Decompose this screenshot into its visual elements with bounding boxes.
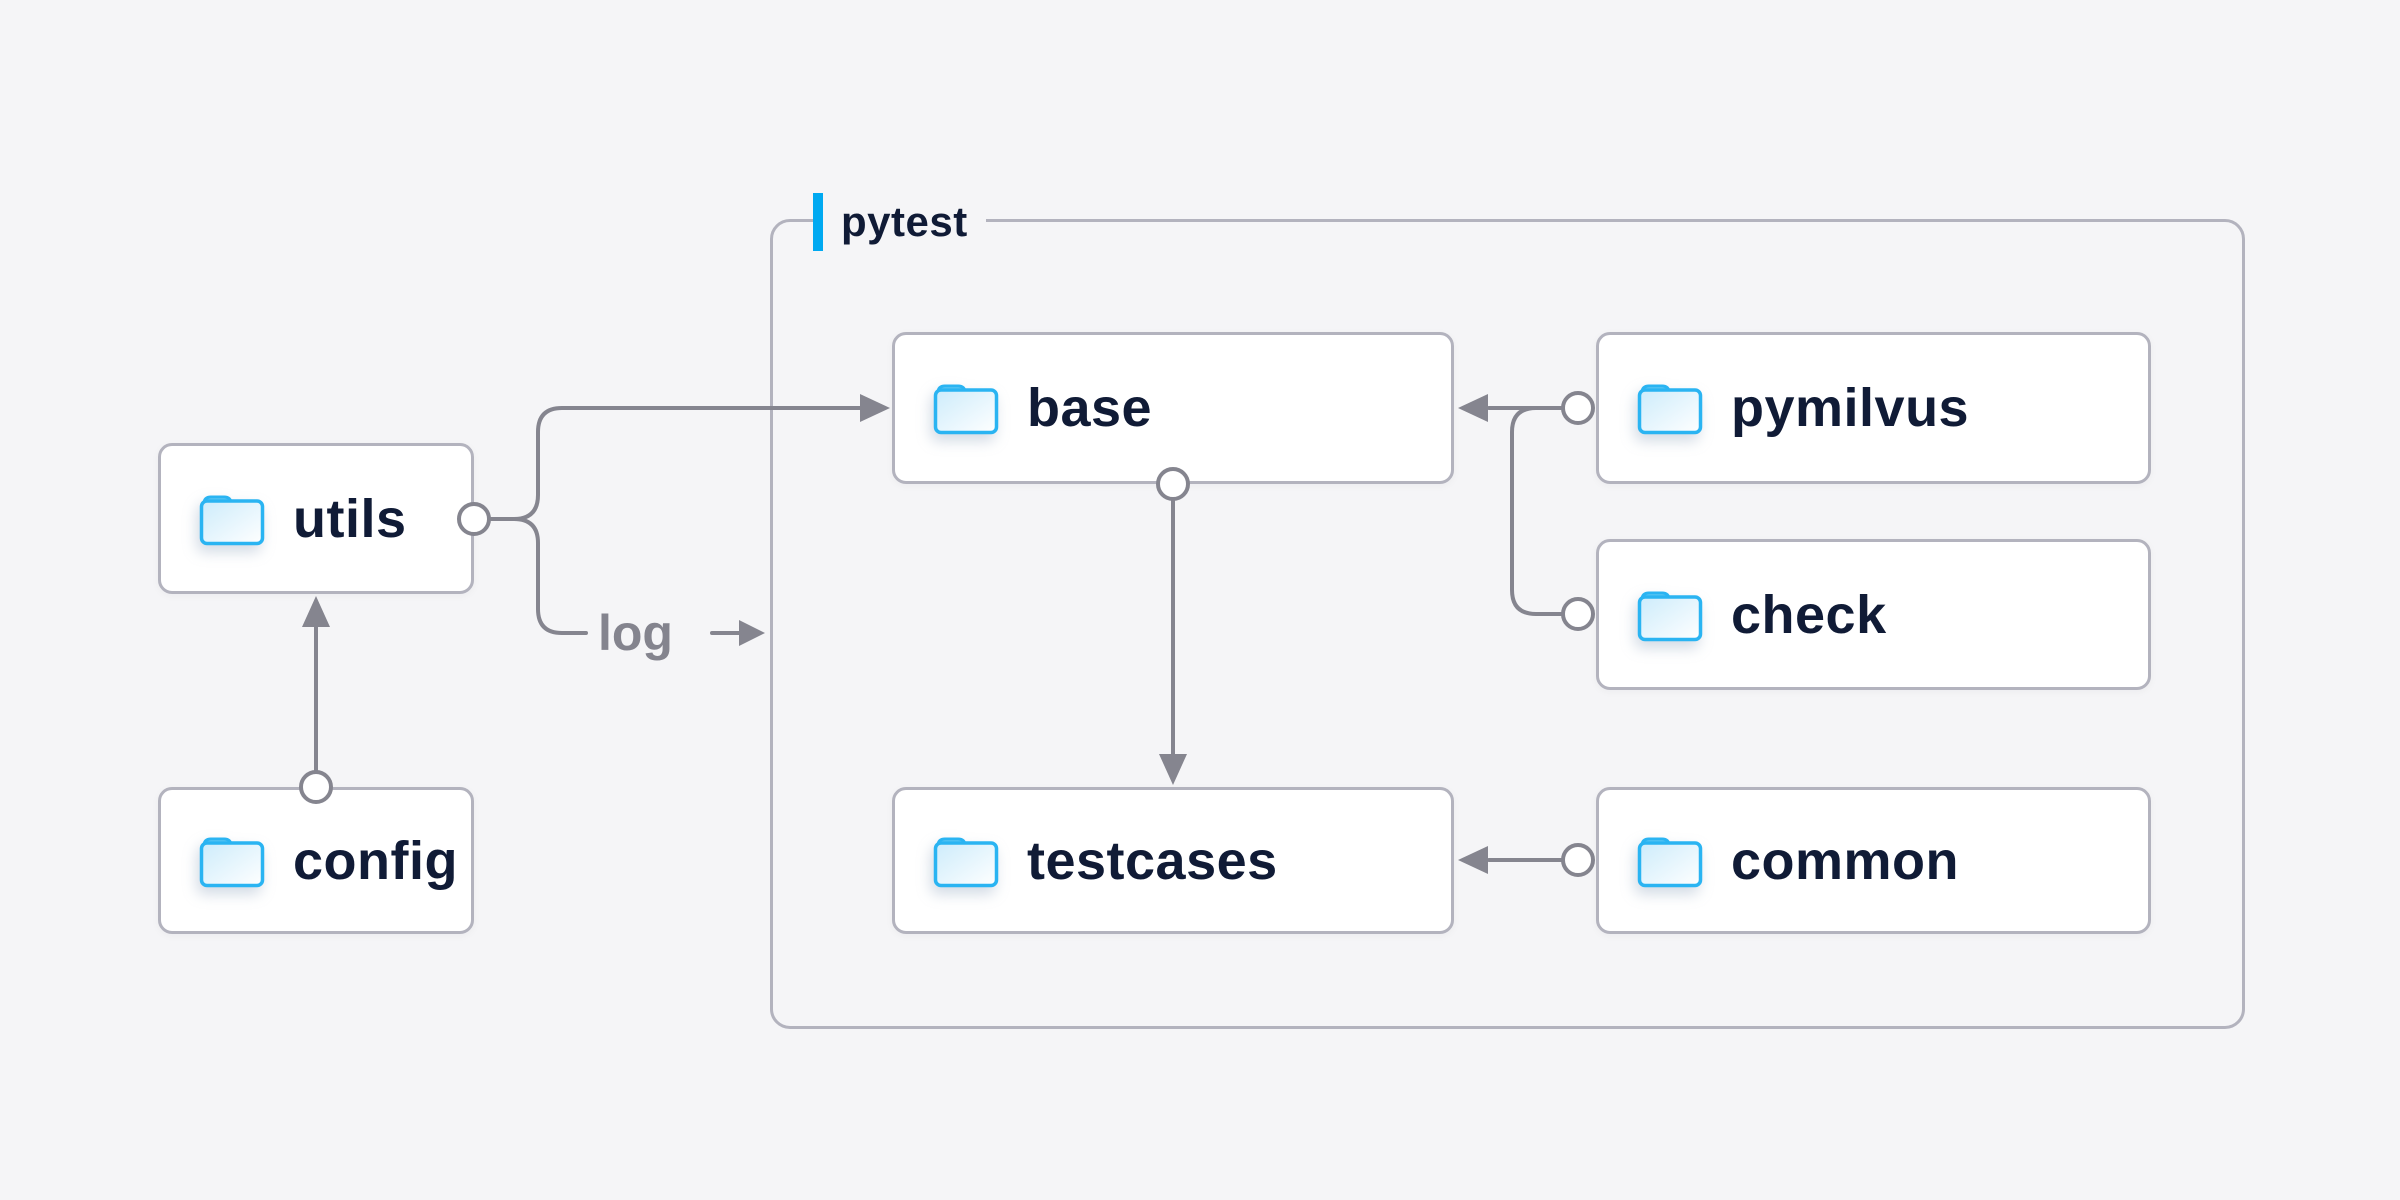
node-utils: utils (158, 443, 474, 594)
node-label: testcases (1027, 830, 1278, 891)
log-arrowhead-icon (739, 620, 765, 646)
folder-icon (933, 384, 999, 435)
folder-icon (199, 495, 265, 545)
pytest-group-title: pytest (841, 198, 968, 245)
arrowhead-icon (302, 596, 330, 627)
node-common: common (1596, 787, 2151, 934)
node-base: base (892, 332, 1454, 484)
pytest-group-label: pytest (813, 191, 986, 253)
node-label: base (1027, 378, 1153, 438)
node-label: check (1731, 584, 1887, 645)
node-label: utils (293, 488, 407, 549)
node-config: config (158, 787, 474, 934)
edge-config-to-utils (299, 596, 333, 804)
pytest-group: pytest (770, 191, 2245, 1029)
node-testcases: testcases (892, 787, 1454, 934)
node-pymilvus: pymilvus (1596, 332, 2151, 484)
node-label: common (1731, 830, 1960, 891)
edge-label-log: log (598, 605, 673, 661)
folder-icon (933, 837, 999, 887)
node-label: config (293, 830, 458, 891)
node-label: pymilvus (1731, 378, 1970, 438)
node-check: check (1596, 539, 2151, 690)
folder-icon (1637, 591, 1703, 641)
folder-icon (1637, 837, 1703, 887)
accent-bar-icon (813, 193, 823, 251)
folder-icon (1637, 384, 1703, 435)
folder-icon (199, 837, 265, 887)
